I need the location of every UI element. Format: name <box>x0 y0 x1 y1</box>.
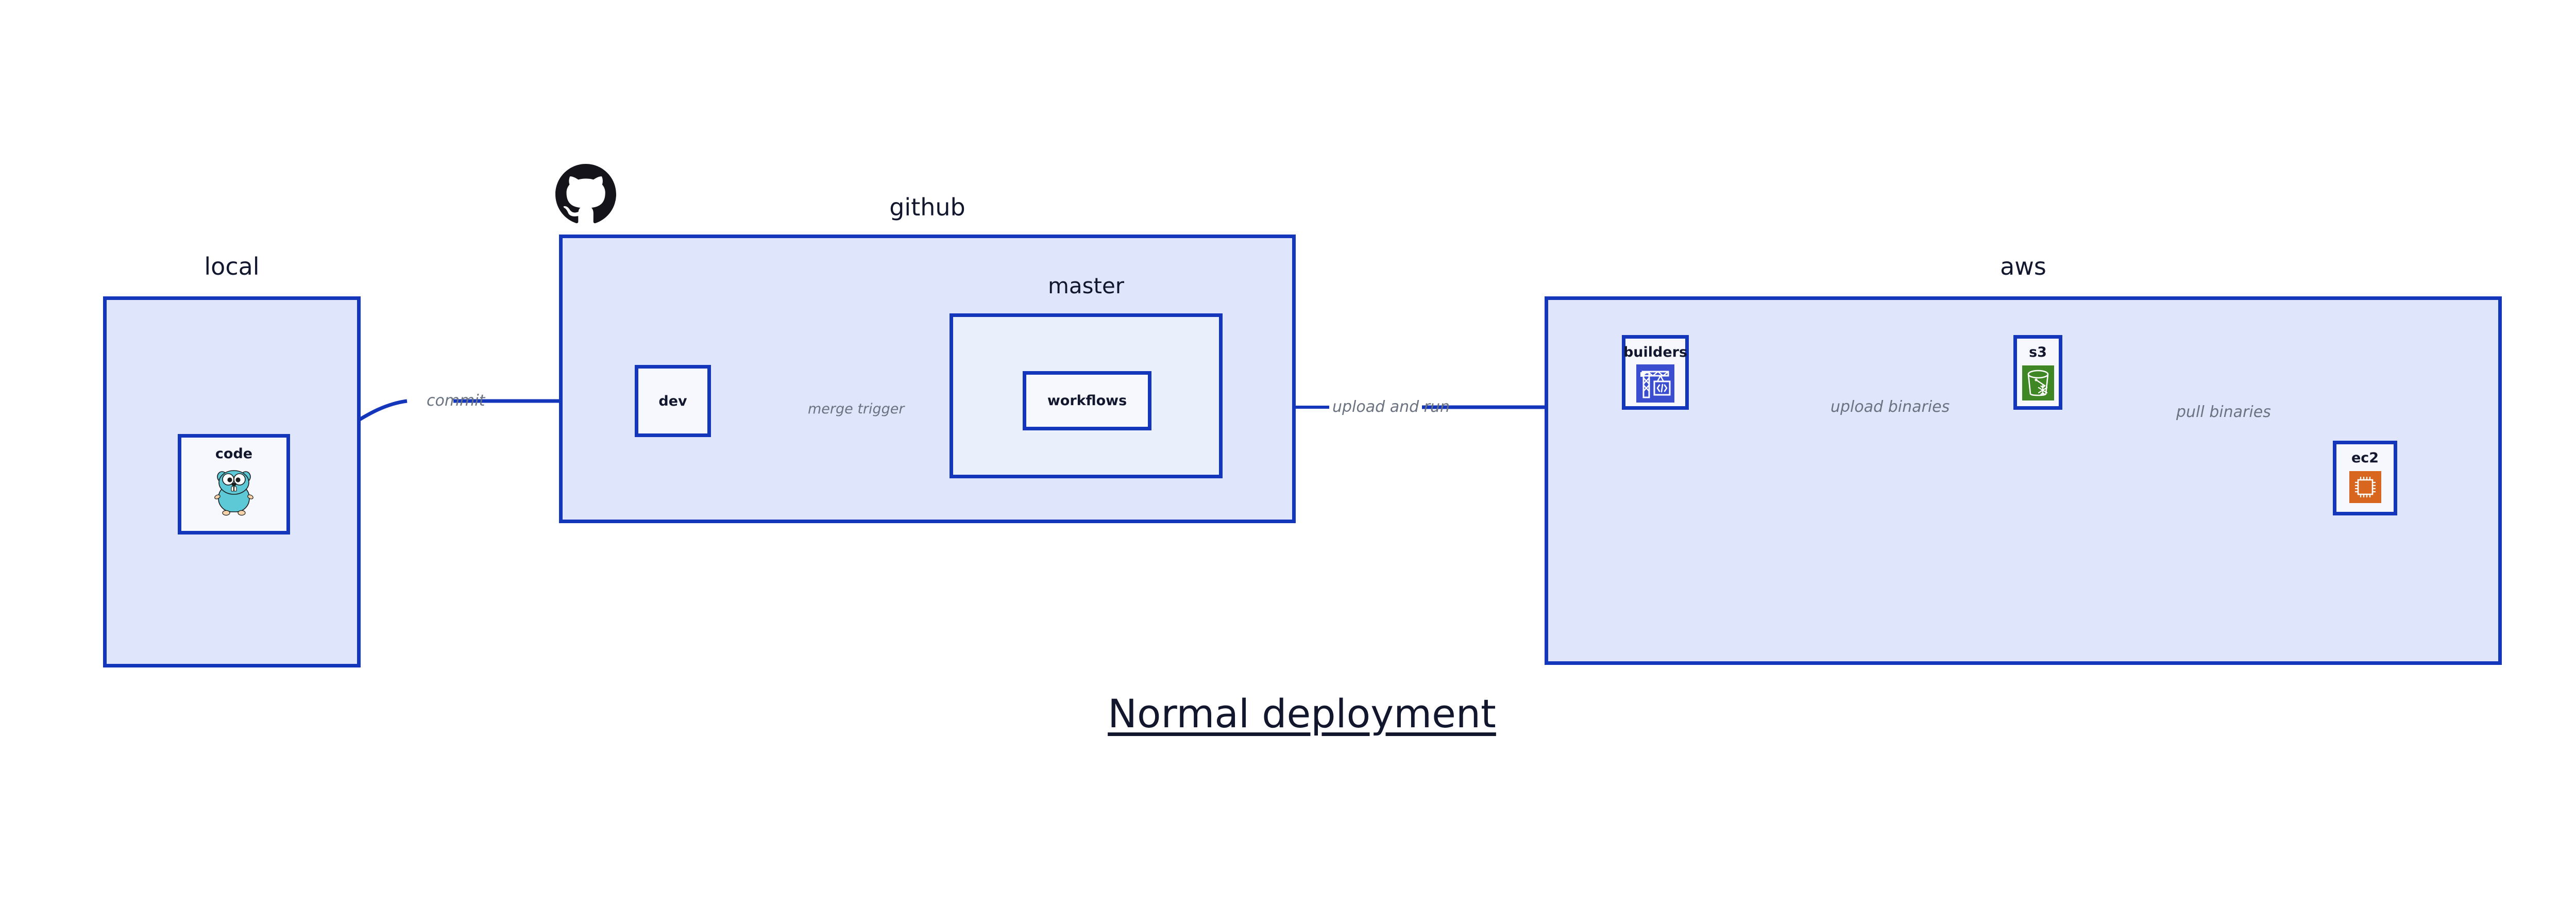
node-label-dev: dev <box>658 393 687 409</box>
aws-codebuild-icon <box>1636 364 1674 405</box>
aws-ec2-icon <box>2349 471 2381 505</box>
go-gopher-icon <box>213 467 255 519</box>
aws-s3-glacier-icon <box>2022 365 2054 403</box>
node-label-code: code <box>215 446 253 462</box>
group-label-github: github <box>889 193 965 221</box>
edge-label-pull-binaries: pull binaries <box>2176 403 2271 421</box>
node-workflows[interactable]: workflows <box>1023 371 1151 430</box>
edge-label-upload-binaries: upload binaries <box>1831 398 1950 416</box>
node-label-workflows: workflows <box>1047 393 1127 409</box>
node-ec2[interactable]: ec2 <box>2333 441 2397 515</box>
group-label-aws: aws <box>2000 253 2046 280</box>
node-code[interactable]: code <box>178 434 290 534</box>
subgroup-label-master: master <box>1047 273 1125 298</box>
group-label-local: local <box>204 253 260 280</box>
node-label-ec2: ec2 <box>2351 450 2379 466</box>
node-label-builders: builders <box>1623 344 1688 360</box>
node-s3[interactable]: s3 <box>2013 335 2062 410</box>
edge-label-merge-trigger: merge trigger <box>808 401 905 417</box>
node-dev[interactable]: dev <box>635 365 711 437</box>
node-label-s3: s3 <box>2029 344 2047 360</box>
edge-label-upload-and-run: upload and run <box>1332 398 1450 416</box>
github-octocat-logo <box>555 164 616 225</box>
node-builders[interactable]: builders <box>1622 335 1689 410</box>
edge-label-commit: commit <box>427 392 485 410</box>
diagram-title: Normal deployment <box>1108 691 1496 737</box>
